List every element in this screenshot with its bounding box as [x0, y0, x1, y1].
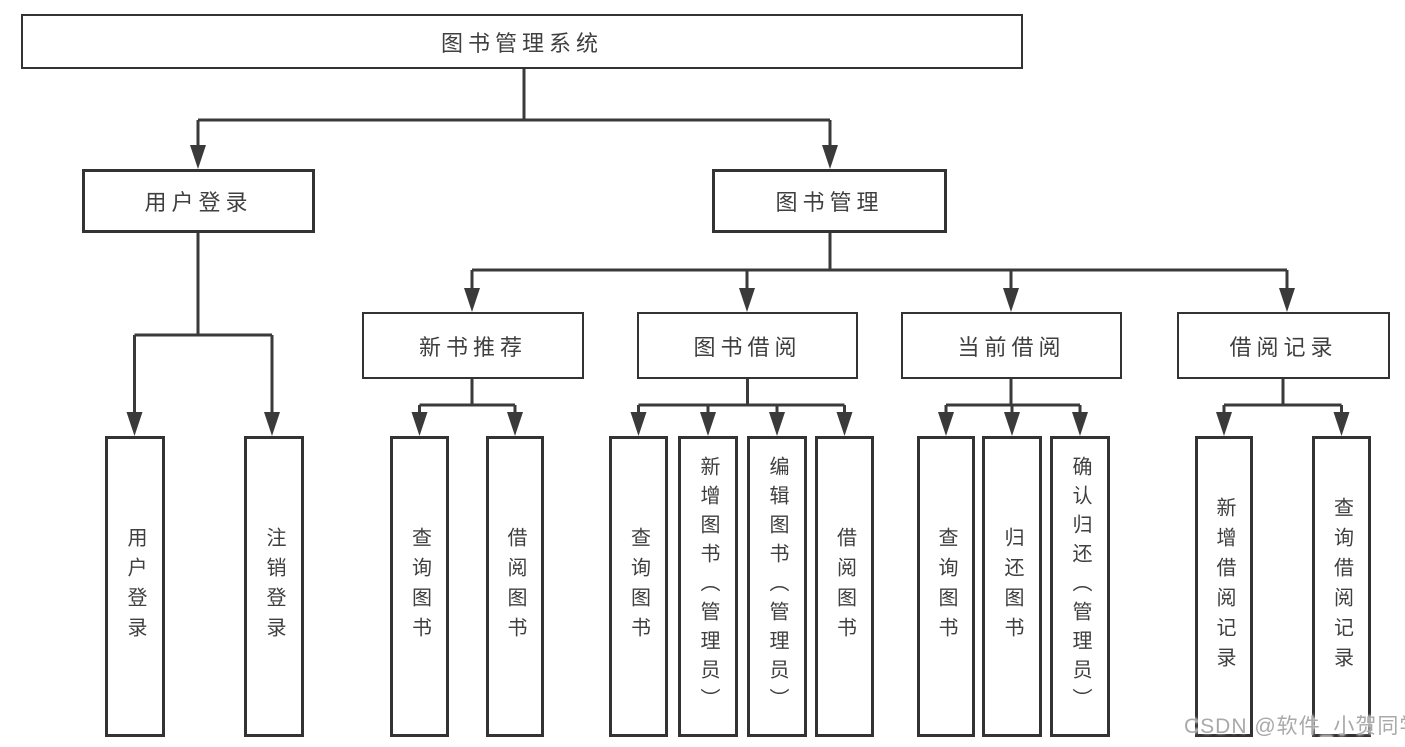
node-borrow-records: 借阅记录: [1177, 312, 1390, 379]
connector-book-borrow: [637, 379, 846, 416]
node-root-label: 图书管理系统: [440, 30, 603, 56]
watermark: CSDN @软件_小贺同学: [1184, 715, 1405, 738]
node-book-borrowing-label: 图书借阅: [693, 334, 802, 360]
leaf-borrow-books-2-label: 借阅图书: [833, 526, 856, 647]
leaf-borrow-books-1: 借阅图书: [486, 436, 544, 737]
leaf-edit-books-admin-label: 编辑图书（管理员）: [766, 456, 788, 717]
node-book-borrowing: 图书借阅: [637, 312, 858, 379]
arrowheads: [126, 145, 1350, 436]
leaf-query-books-3-label: 查询图书: [935, 526, 957, 647]
node-root: 图书管理系统: [21, 14, 1023, 69]
node-book-management: 图书管理: [712, 169, 947, 233]
node-borrow-records-label: 借阅记录: [1229, 334, 1338, 360]
node-new-book-recommendation-label: 新书推荐: [418, 334, 527, 360]
connector-new-book-rec: [418, 379, 517, 416]
leaf-add-books-admin: 新增图书（管理员）: [678, 436, 738, 737]
leaf-add-books-admin-label: 新增图书（管理员）: [697, 456, 719, 717]
connector-current-borrow: [944, 379, 1082, 416]
leaf-user-login: 用户登录: [105, 436, 165, 737]
node-current-borrowing: 当前借阅: [901, 312, 1122, 379]
leaf-query-borrow-record-label: 查询借阅记录: [1330, 496, 1353, 677]
leaf-query-books-2-label: 查询图书: [627, 526, 650, 647]
node-user-login-label: 用户登录: [144, 190, 253, 215]
connector-borrow-records: [1222, 379, 1343, 416]
leaf-user-login-label: 用户登录: [124, 526, 146, 647]
leaf-query-books-2: 查询图书: [609, 436, 668, 737]
leaf-query-borrow-record: 查询借阅记录: [1312, 436, 1371, 737]
node-user-login-module: 用户登录: [82, 169, 315, 233]
leaf-query-books-1: 查询图书: [390, 436, 449, 737]
leaf-add-borrow-record-label: 新增借阅记录: [1213, 496, 1235, 677]
leaf-add-borrow-record: 新增借阅记录: [1195, 436, 1253, 737]
leaf-return-books: 归还图书: [982, 436, 1042, 737]
leaf-query-books-3: 查询图书: [917, 436, 975, 737]
leaf-query-books-1-label: 查询图书: [408, 526, 431, 647]
leaf-return-books-label: 归还图书: [1001, 526, 1023, 647]
leaf-logout: 注销登录: [244, 436, 304, 737]
node-book-management-label: 图书管理: [775, 190, 884, 215]
connector-book-mgmt: [470, 233, 1289, 292]
leaf-confirm-return-admin: 确认归还（管理员）: [1050, 436, 1110, 737]
leaf-logout-label: 注销登录: [263, 526, 285, 647]
leaf-borrow-books-1-label: 借阅图书: [504, 526, 526, 647]
leaf-confirm-return-admin-label: 确认归还（管理员）: [1069, 456, 1091, 717]
connector-user-login: [133, 233, 274, 416]
leaf-edit-books-admin: 编辑图书（管理员）: [747, 436, 807, 737]
node-current-borrowing-label: 当前借阅: [957, 334, 1066, 360]
leaf-borrow-books-2: 借阅图书: [815, 436, 874, 737]
node-new-book-recommendation: 新书推荐: [362, 312, 584, 379]
connector-root: [196, 69, 832, 150]
